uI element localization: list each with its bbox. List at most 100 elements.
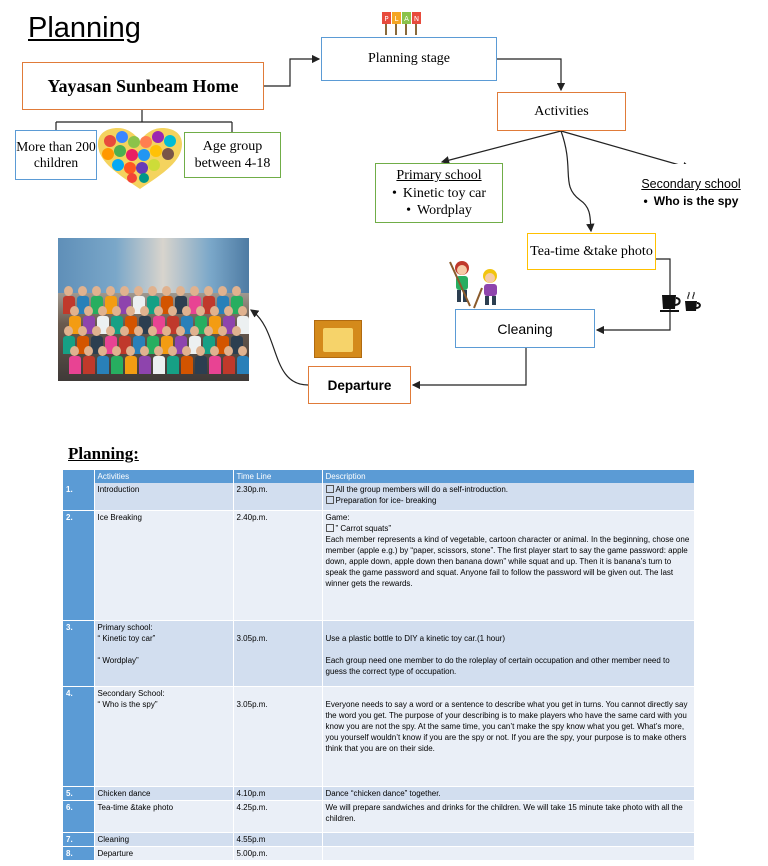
person-body bbox=[222, 356, 235, 374]
row-number: 2. bbox=[63, 510, 95, 621]
person-body bbox=[96, 356, 109, 374]
activity-cell: Chicken dance bbox=[94, 786, 234, 801]
table-row: 3. Primary school: “ Kinetic toy car” “ … bbox=[63, 620, 695, 687]
row-number: 5. bbox=[63, 786, 95, 801]
sunbeam-logo-icon bbox=[314, 320, 362, 358]
person-head bbox=[168, 306, 177, 316]
primary-school-heading: Primary school bbox=[396, 168, 482, 183]
person-head bbox=[176, 326, 185, 336]
description-cell: Use a plastic bottle to DIY a kinetic to… bbox=[322, 620, 695, 687]
person-head bbox=[176, 286, 185, 296]
person-head bbox=[232, 326, 241, 336]
table-row: 8. Departure 5.00p.m. bbox=[63, 846, 695, 861]
time-cell: 4.55p.m bbox=[233, 832, 323, 847]
plan-banner-icon: P L A N bbox=[382, 12, 421, 35]
table-row: 5. Chicken dance 4.10p.m Dance “chicken … bbox=[63, 786, 695, 801]
person-head bbox=[224, 306, 233, 316]
person-head bbox=[112, 346, 121, 356]
column-header bbox=[63, 470, 95, 483]
person-body bbox=[180, 356, 193, 374]
person-head bbox=[168, 346, 177, 356]
activity-cell: Primary school: “ Kinetic toy car” “ Wor… bbox=[94, 620, 234, 687]
person-head bbox=[70, 306, 79, 316]
row-number: 3. bbox=[63, 620, 95, 687]
row-number: 1. bbox=[63, 483, 95, 511]
person-head bbox=[98, 346, 107, 356]
person-head bbox=[92, 286, 101, 296]
table-title: Planning: bbox=[68, 444, 139, 463]
coffee-cups-icon bbox=[660, 291, 701, 312]
person-head bbox=[126, 346, 135, 356]
person-head bbox=[148, 286, 157, 296]
time-cell: 4.10p.m bbox=[233, 786, 323, 801]
activity-cell: Departure bbox=[94, 846, 234, 861]
tea-time-box: Tea-time &take photo bbox=[527, 233, 656, 270]
person-head bbox=[218, 286, 227, 296]
description-cell: Game: ” Carrot squats” Each member repre… bbox=[322, 510, 695, 621]
row-number: 6. bbox=[63, 800, 95, 833]
person-head bbox=[120, 326, 129, 336]
person-head bbox=[196, 346, 205, 356]
description-cell: Everyone needs to say a word or a senten… bbox=[322, 686, 695, 787]
checkbox-icon bbox=[325, 496, 334, 504]
person-head bbox=[78, 286, 87, 296]
person-head bbox=[154, 346, 163, 356]
person-head bbox=[162, 286, 171, 296]
activity-cell: Introduction bbox=[94, 483, 234, 511]
person-head bbox=[232, 286, 241, 296]
person-head bbox=[134, 326, 143, 336]
description-cell bbox=[322, 832, 695, 847]
secondary-school-heading: Secondary school bbox=[641, 177, 741, 191]
person-head bbox=[190, 286, 199, 296]
departure-box: Departure bbox=[308, 366, 411, 404]
person-head bbox=[120, 286, 129, 296]
description-cell bbox=[322, 846, 695, 861]
person-body bbox=[110, 356, 123, 374]
person-head bbox=[210, 306, 219, 316]
activity-cell: Tea-time &take photo bbox=[94, 800, 234, 833]
activity-cell: Ice Breaking bbox=[94, 510, 234, 621]
person-head bbox=[78, 326, 87, 336]
cleaning-kids-icon bbox=[449, 261, 497, 309]
planning-stage-box: Planning stage bbox=[321, 37, 497, 81]
person-head bbox=[154, 306, 163, 316]
activity-cell: Cleaning bbox=[94, 832, 234, 847]
time-cell: 3.05p.m. bbox=[233, 620, 323, 687]
person-body bbox=[124, 356, 137, 374]
time-cell: 4.25p.m. bbox=[233, 800, 323, 833]
secondary-item: •Who is the spy bbox=[643, 194, 739, 208]
person-head bbox=[84, 346, 93, 356]
group-photo bbox=[58, 238, 249, 381]
table-header-row: Activities Time Line Description bbox=[63, 470, 695, 483]
activities-box: Activities bbox=[497, 92, 626, 131]
description-cell: All the group members will do a self-int… bbox=[322, 483, 695, 511]
person-head bbox=[112, 306, 121, 316]
table-row: 4. Secondary School: “ Who is the spy” 3… bbox=[63, 686, 695, 787]
person-head bbox=[64, 286, 73, 296]
page-title: Planning bbox=[28, 12, 141, 44]
person-head bbox=[64, 326, 73, 336]
person-head bbox=[140, 346, 149, 356]
person-head bbox=[84, 306, 93, 316]
person-head bbox=[204, 286, 213, 296]
cleaning-box: Cleaning bbox=[455, 309, 595, 348]
row-number: 4. bbox=[63, 686, 95, 787]
time-cell: 2.30p.m. bbox=[233, 483, 323, 511]
person-head bbox=[238, 346, 247, 356]
column-header: Time Line bbox=[233, 470, 323, 483]
svg-text:P: P bbox=[384, 15, 388, 23]
table-row: 1. Introduction 2.30p.m. All the group m… bbox=[63, 483, 695, 511]
table-row: 2. Ice Breaking 2.40p.m. Game: ” Carrot … bbox=[63, 510, 695, 621]
person-head bbox=[182, 346, 191, 356]
person-body bbox=[166, 356, 179, 374]
person-body bbox=[138, 356, 151, 374]
primary-school-box: Primary school •Kinetic toy car •Wordpla… bbox=[375, 163, 503, 223]
checkbox-icon bbox=[325, 523, 334, 532]
row-number: 8. bbox=[63, 846, 95, 861]
time-cell: 2.40p.m. bbox=[233, 510, 323, 621]
table-row: 7. Cleaning 4.55p.m bbox=[63, 832, 695, 847]
person-head bbox=[162, 326, 171, 336]
children-count-box: More than 200 children bbox=[15, 130, 97, 180]
person-head bbox=[98, 306, 107, 316]
person-head bbox=[190, 326, 199, 336]
